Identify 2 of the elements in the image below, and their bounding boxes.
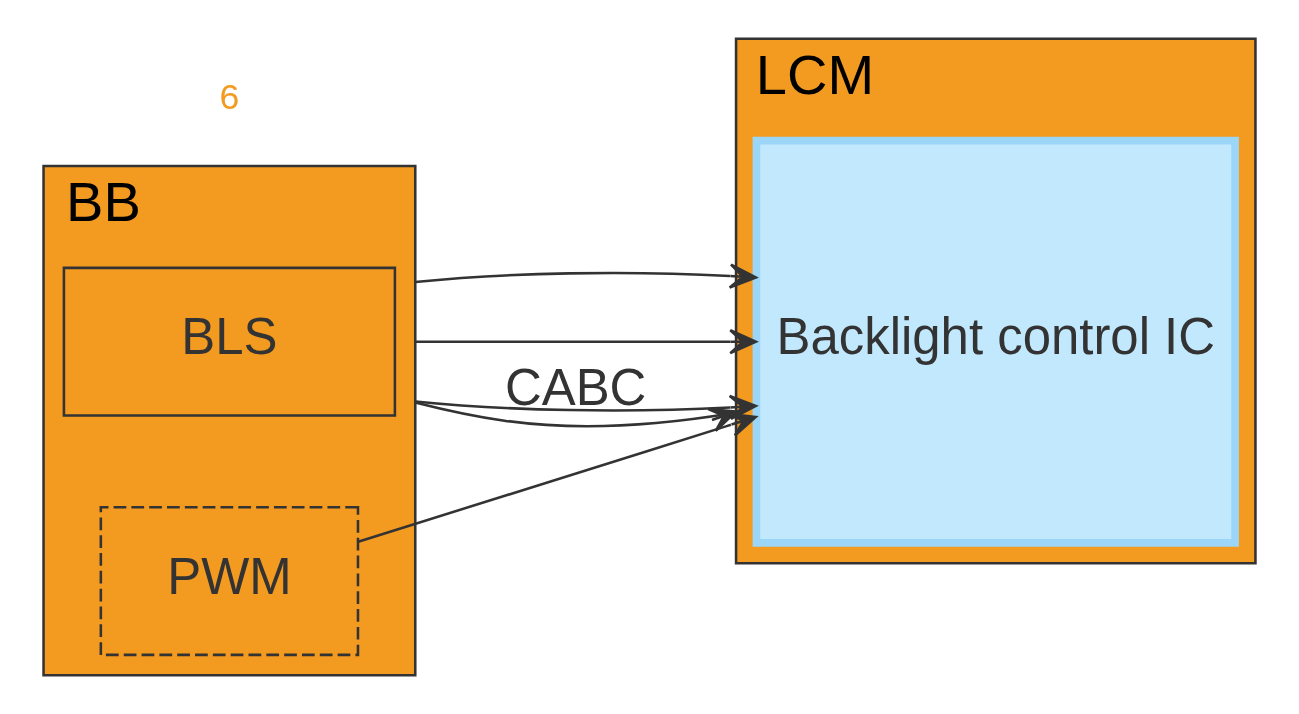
label: 6 [219,77,240,118]
edge-label: CABC [504,359,647,417]
